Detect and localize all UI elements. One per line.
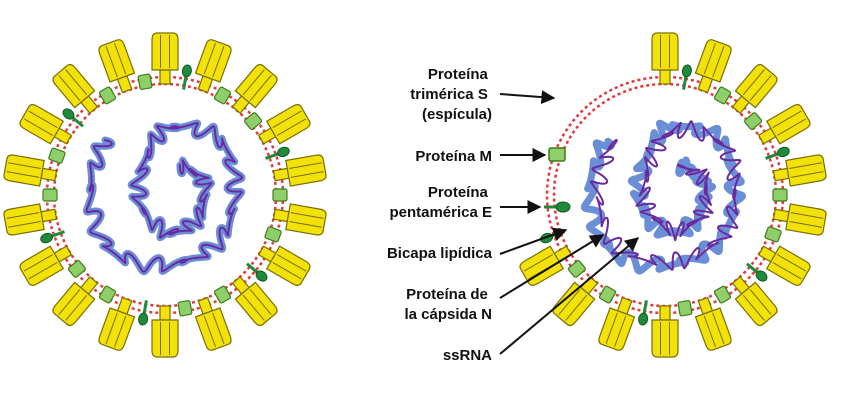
spike-protein — [3, 203, 58, 236]
ssrna-left — [85, 122, 243, 273]
protein-e — [62, 108, 84, 128]
virion-right — [519, 32, 827, 358]
spike-protein — [772, 203, 827, 236]
protein-m — [177, 300, 193, 317]
spike-protein — [772, 154, 827, 187]
protein-m — [213, 285, 232, 304]
arrow-capsid — [499, 234, 605, 299]
protein-m — [764, 226, 782, 243]
label-capsid: Proteína de la cápsida N — [404, 286, 492, 323]
protein-m — [137, 73, 153, 90]
protein-m — [272, 188, 288, 202]
virion-left — [3, 32, 327, 358]
arrow-spike — [499, 90, 556, 105]
capsid-n-right — [580, 119, 746, 275]
protein-e — [681, 64, 692, 90]
protein-m — [598, 285, 617, 304]
protein-m — [244, 112, 263, 130]
label-protein-e: Proteína pentamérica E — [389, 184, 492, 221]
protein-e — [765, 146, 790, 160]
envelope-proteins-right — [519, 32, 827, 358]
protein-m — [567, 260, 586, 278]
label-spike-line2: trimérica S — [410, 86, 488, 103]
protein-m — [98, 86, 117, 105]
label-protein-m: Proteína M — [415, 148, 492, 165]
spike-protein — [598, 296, 636, 351]
protein-e — [138, 300, 149, 326]
protein-m-standalone — [548, 147, 566, 162]
spike-protein — [52, 63, 99, 115]
protein-e — [246, 262, 268, 282]
pointer-arrows — [499, 90, 640, 355]
label-capsid-line1: Proteína de — [406, 286, 488, 303]
label-ssrna: ssRNA — [443, 347, 492, 364]
envelope-proteins-left — [3, 32, 327, 358]
label-spike-line3: (espícula) — [422, 106, 492, 123]
spike-protein — [52, 275, 99, 327]
label-spike-line1: Proteína — [428, 66, 489, 83]
protein-m — [677, 300, 693, 317]
spike-protein — [151, 305, 179, 358]
spike-protein — [19, 104, 73, 145]
spike-protein — [231, 275, 278, 327]
protein-m — [213, 86, 232, 105]
spike-protein — [257, 104, 311, 145]
spike-protein — [651, 32, 679, 85]
protein-m — [772, 188, 788, 202]
spike-protein — [519, 245, 573, 286]
protein-e — [746, 262, 768, 282]
protein-m — [264, 226, 282, 243]
spike-protein — [194, 39, 232, 94]
spike-protein — [272, 203, 327, 236]
protein-e-standalone — [544, 201, 571, 213]
protein-m — [98, 285, 117, 304]
protein-m — [713, 86, 732, 105]
spike-protein — [231, 63, 278, 115]
spike-protein — [194, 296, 232, 351]
protein-e — [181, 64, 192, 90]
spike-protein — [757, 245, 811, 286]
spike-protein — [272, 154, 327, 187]
arrow-bilayer — [499, 227, 568, 255]
spike-protein — [694, 296, 732, 351]
protein-e — [40, 230, 65, 244]
spike-protein — [3, 154, 58, 187]
spike-protein — [757, 104, 811, 145]
spike-protein — [151, 32, 179, 85]
protein-m — [42, 188, 58, 202]
protein-m — [48, 147, 66, 164]
spike-protein — [98, 39, 136, 94]
spike-protein — [731, 275, 778, 327]
label-spike: Proteína trimérica S (espícula) — [410, 66, 492, 123]
spike-protein — [731, 63, 778, 115]
protein-m — [713, 285, 732, 304]
protein-m — [67, 260, 86, 278]
protein-e — [265, 146, 290, 160]
label-capsid-line2: la cápsida N — [404, 306, 492, 323]
label-bilayer: Bicapa lipídica — [387, 245, 493, 262]
arrow-ssrna — [499, 237, 640, 355]
spike-protein — [19, 245, 73, 286]
spike-protein — [694, 39, 732, 94]
lipid-bilayer-outer-right — [545, 75, 785, 315]
protein-m — [744, 112, 763, 130]
label-protein-e-line2: pentamérica E — [389, 204, 492, 221]
spike-protein — [98, 296, 136, 351]
label-protein-e-line1: Proteína — [428, 184, 489, 201]
lipid-bilayer-outer-left — [45, 75, 285, 315]
protein-e — [638, 300, 649, 326]
ssrna-right — [589, 120, 742, 271]
spike-protein — [651, 305, 679, 358]
spike-protein — [552, 275, 599, 327]
spike-protein — [257, 245, 311, 286]
